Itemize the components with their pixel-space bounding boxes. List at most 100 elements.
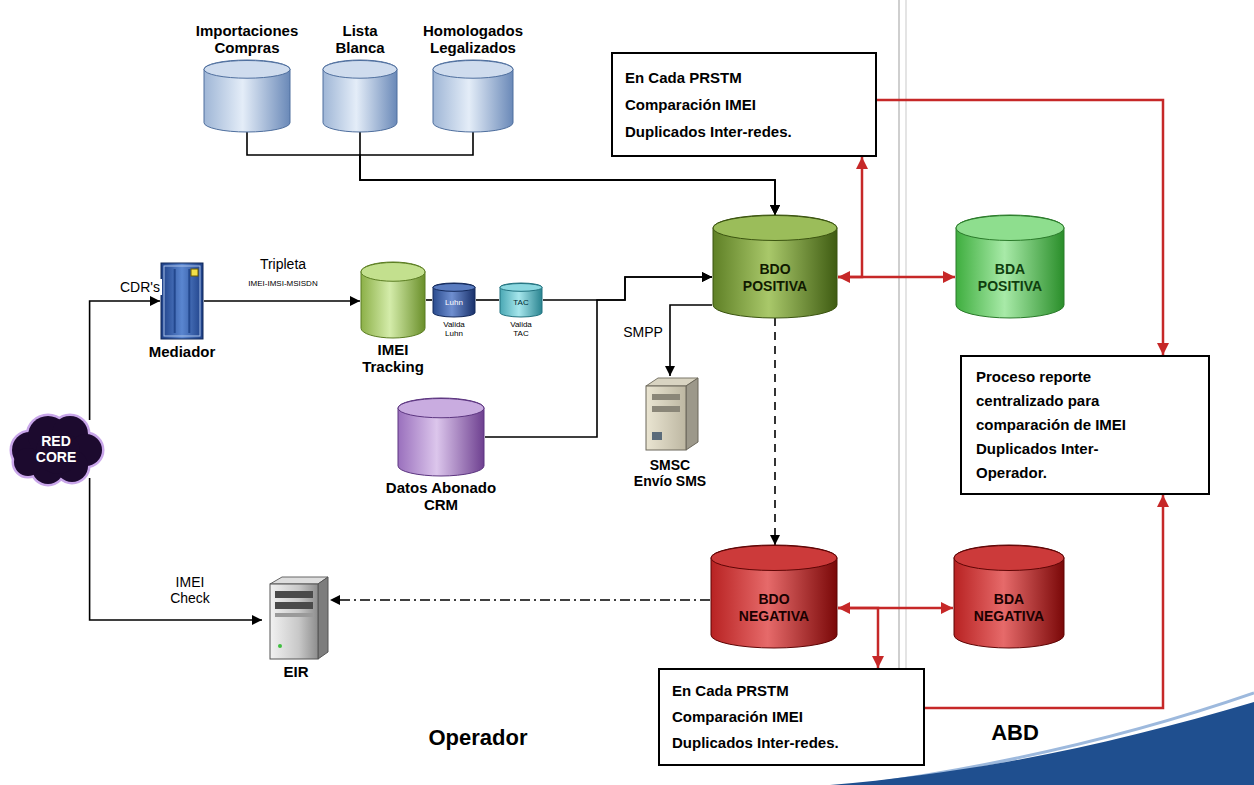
shape-part <box>711 546 837 571</box>
text-area: TAC <box>499 292 543 313</box>
connector-label: CDR's <box>118 279 162 295</box>
connector-line <box>774 318 776 545</box>
connector-line <box>543 277 712 300</box>
database-label: Lista Blanca <box>324 22 396 57</box>
shape-part <box>161 263 203 339</box>
zone-title: Operador <box>428 725 527 751</box>
shape-part <box>954 546 1064 571</box>
database-cylinder-shape <box>397 398 485 476</box>
validation-tag: Luhn <box>445 298 463 307</box>
shape-part <box>174 269 176 333</box>
database-cylinder: IMEI Tracking <box>360 262 426 338</box>
shape-part <box>204 61 290 79</box>
database-label: Datos Abonado CRM <box>376 479 506 514</box>
connector-line <box>90 478 262 620</box>
database-label: BDO NEGATIVA <box>728 591 820 623</box>
database-cylinder-shape <box>432 60 514 132</box>
validation-cylinder: LuhnValida Luhn <box>432 283 476 317</box>
shape-part <box>361 262 425 338</box>
database-cylinder: Lista Blanca <box>322 60 398 132</box>
shape-part <box>275 613 313 617</box>
database-label: BDA NEGATIVA <box>965 591 1053 623</box>
separator-line <box>898 0 900 722</box>
server-label: EIR <box>266 663 326 680</box>
shape-part <box>646 386 686 450</box>
connector-line <box>426 299 432 301</box>
mediator-server-shape <box>160 262 204 340</box>
red-connector <box>838 157 862 277</box>
note-box: En Cada PRSTM Comparación IMEI Duplicado… <box>611 52 877 157</box>
shape-part <box>433 61 513 79</box>
database-label: Importaciones Compras <box>182 22 312 57</box>
text-area: Luhn <box>432 292 476 313</box>
text-area: BDA POSITIVA <box>955 241 1065 314</box>
mediator-server: Mediador <box>160 262 204 340</box>
shape-part <box>500 283 542 317</box>
shape-part <box>164 266 200 336</box>
text-area: BDO NEGATIVA <box>710 571 838 644</box>
shape-part <box>275 591 313 598</box>
shape-part <box>713 215 837 318</box>
red-connector <box>877 100 1163 355</box>
connector-line <box>204 300 360 302</box>
shape-part <box>270 584 318 659</box>
database-label: BDO POSITIVA <box>730 261 820 293</box>
process-text: Proceso reporte centralizado para compar… <box>976 365 1154 485</box>
shape-part <box>711 545 837 648</box>
database-cylinder: Homologados Legalizados <box>432 60 514 132</box>
smsc-server: SMSC Envío SMS <box>640 376 700 454</box>
shape-part <box>323 61 397 79</box>
shape-part <box>433 283 475 317</box>
connector-line <box>90 301 160 420</box>
shape-part <box>652 394 680 400</box>
shape-part <box>188 269 190 333</box>
shape-part <box>361 263 425 282</box>
eir-server: EIR <box>262 576 330 660</box>
connector-line <box>330 599 710 601</box>
text-area: RED CORE <box>8 414 104 484</box>
database-label: IMEI Tracking <box>353 341 433 376</box>
validation-label: Valida Luhn <box>437 320 471 338</box>
note-box: En Cada PRSTM Comparación IMEI Duplicado… <box>658 668 925 766</box>
shape-part <box>323 60 397 132</box>
text-area: BDA NEGATIVA <box>953 571 1065 644</box>
shape-part <box>398 399 484 418</box>
shape-part <box>191 269 198 276</box>
shape-part <box>956 215 1064 318</box>
network-cloud: RED CORE <box>8 410 104 488</box>
database-cylinder-shape <box>203 60 291 132</box>
shape-part <box>713 216 837 241</box>
connector-line <box>476 299 499 301</box>
eir-server-shape <box>262 576 330 660</box>
shape-part <box>318 577 328 659</box>
shape-part <box>686 378 698 450</box>
validation-cylinder: TACValida TAC <box>499 283 543 317</box>
shape-part <box>433 60 513 132</box>
connector-label: SMPP <box>621 324 665 340</box>
text-area: BDO POSITIVA <box>712 241 838 314</box>
server-label: SMSC Envío SMS <box>632 457 708 489</box>
database-cylinder-shape <box>360 262 426 338</box>
shape-part <box>954 545 1064 648</box>
shape-part <box>204 60 290 132</box>
validation-label: Valida TAC <box>504 320 538 338</box>
red-connector <box>838 608 878 668</box>
shape-part <box>956 216 1064 241</box>
database-cylinder: BDA NEGATIVA <box>953 545 1065 648</box>
connector-line <box>670 305 712 376</box>
zone-title: ABD <box>991 720 1039 746</box>
database-cylinder-shape <box>322 60 398 132</box>
shape-part <box>278 644 282 648</box>
database-cylinder: Importaciones Compras <box>203 60 291 132</box>
validation-tag: TAC <box>513 298 528 307</box>
shape-part <box>275 602 313 609</box>
database-cylinder: BDO POSITIVA <box>712 215 838 318</box>
shape-part <box>433 284 475 292</box>
connector-label: Tripleta <box>258 256 308 272</box>
shape-part <box>652 406 680 412</box>
database-label: BDA POSITIVA <box>967 261 1053 293</box>
process-box: Proceso reporte centralizado para compar… <box>960 355 1210 495</box>
shape-part <box>652 432 662 440</box>
smsc-server-shape <box>640 376 700 454</box>
